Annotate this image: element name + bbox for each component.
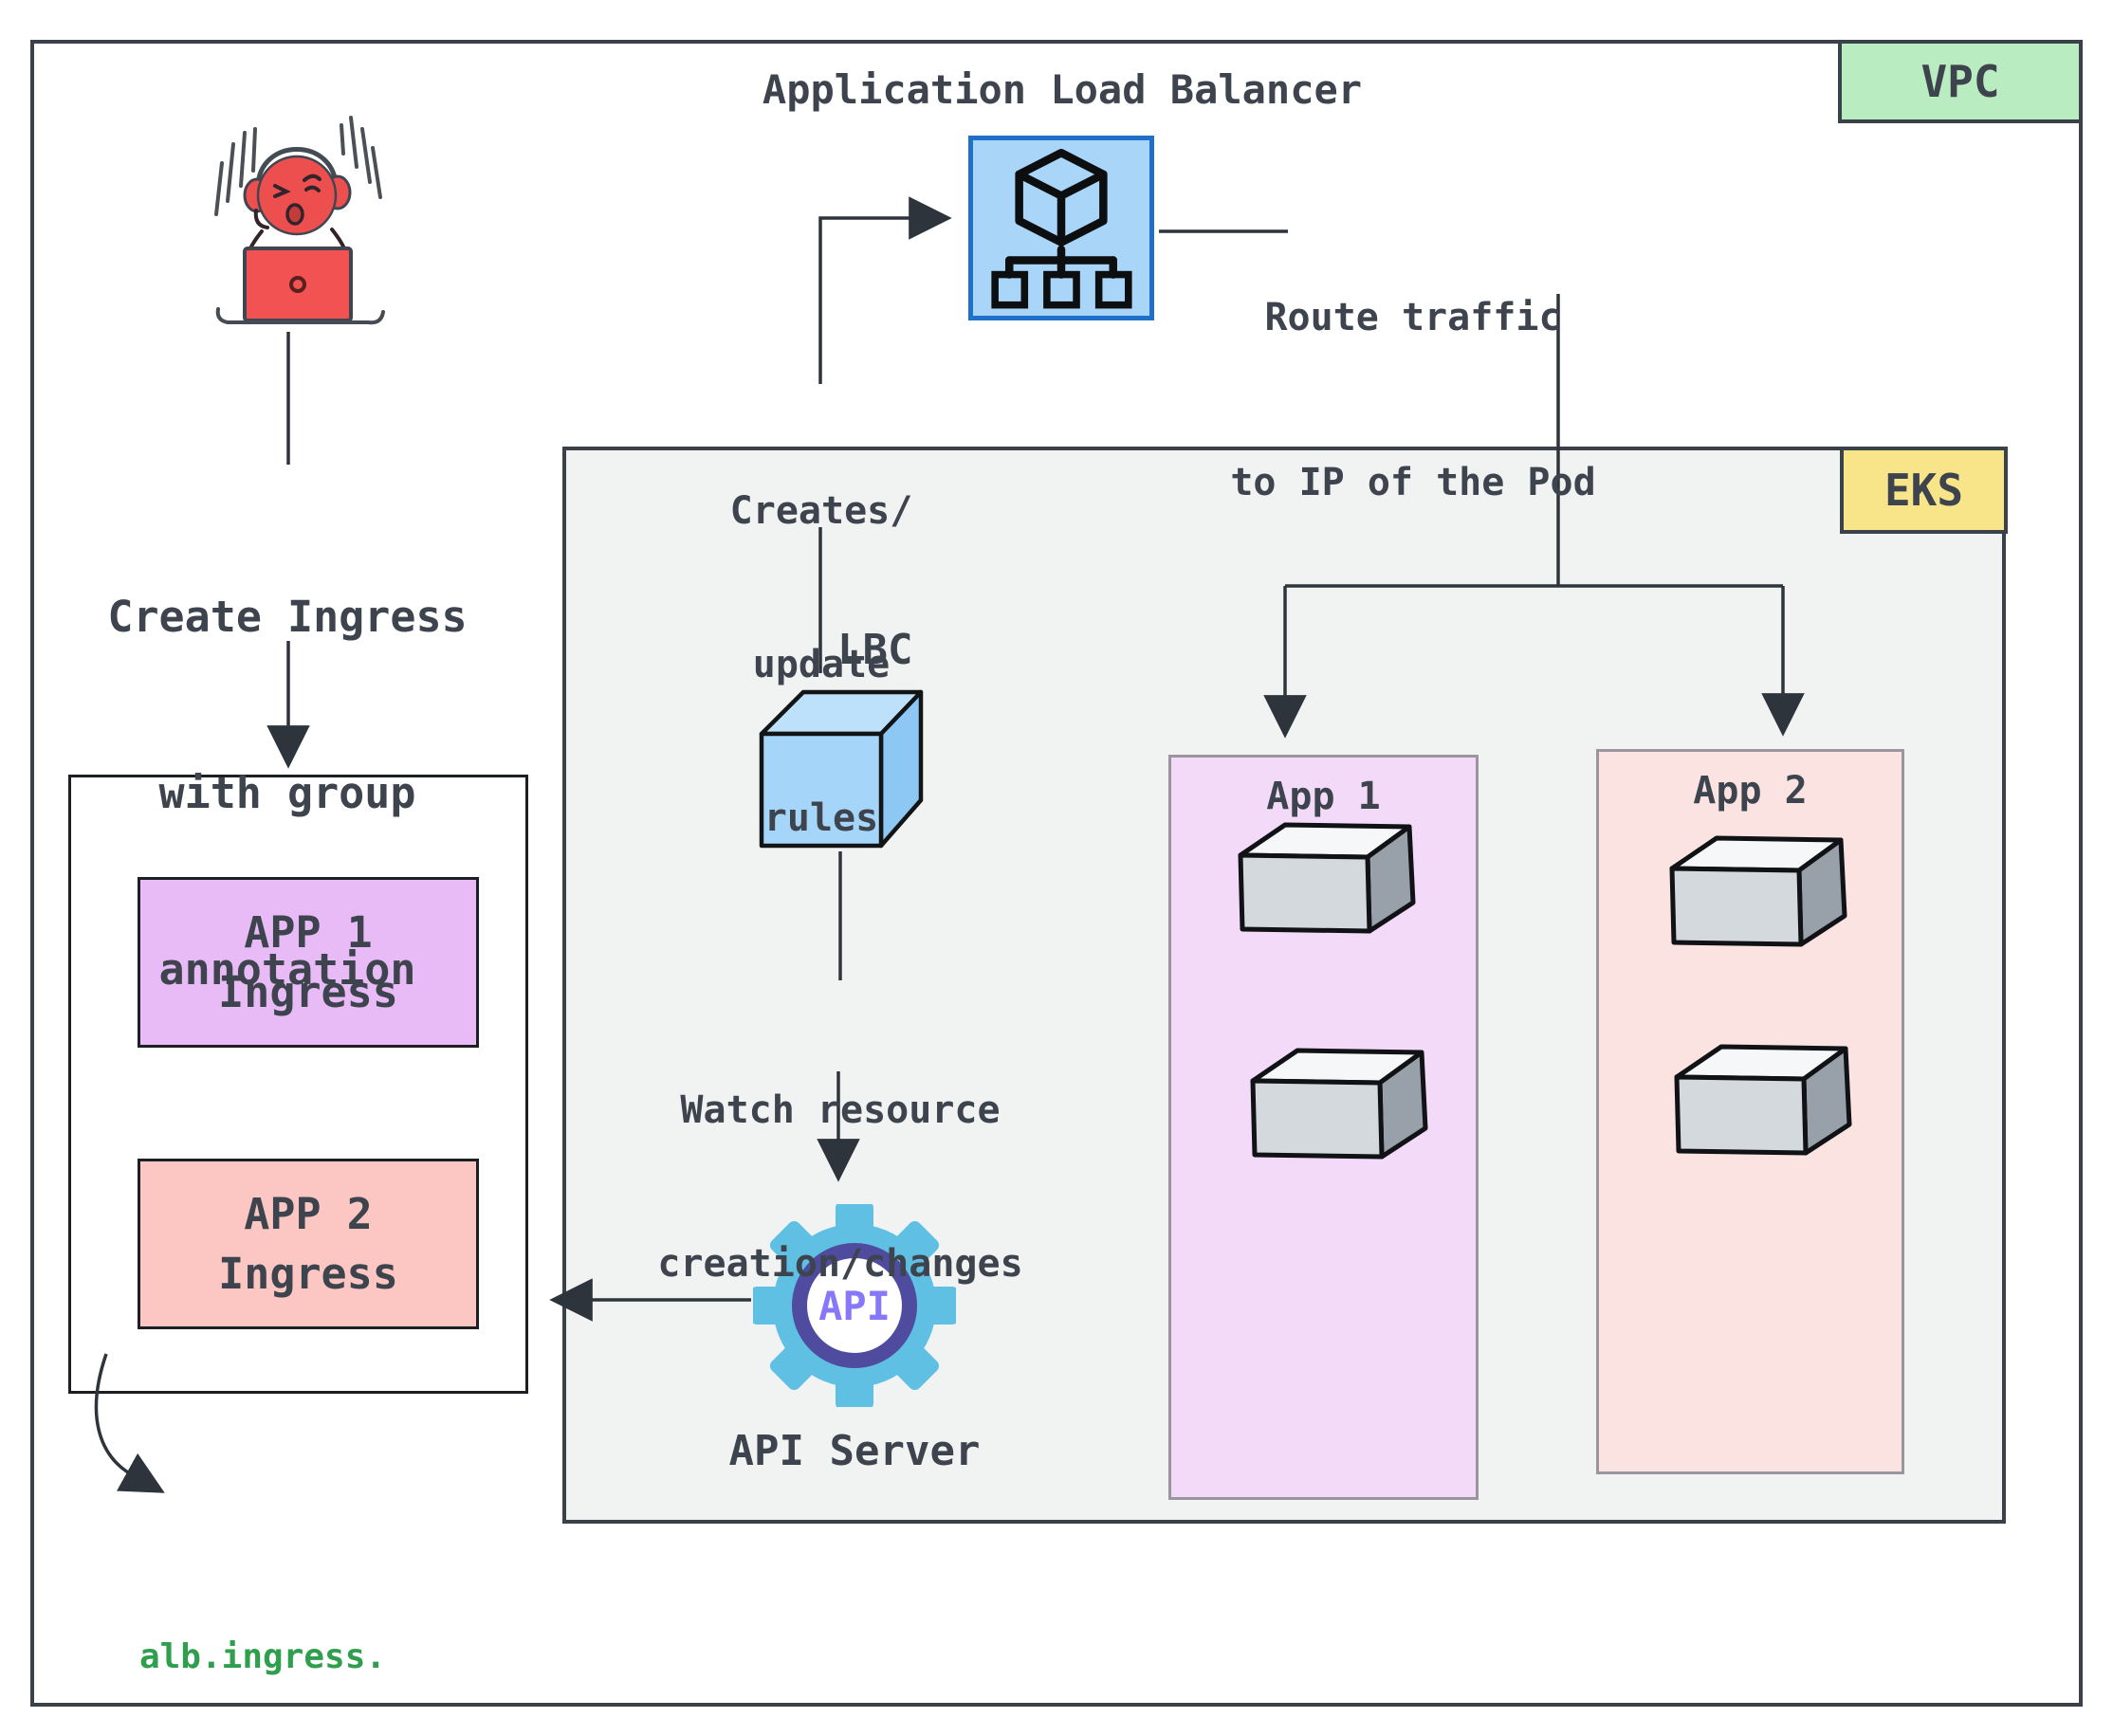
pod-cube-icon bbox=[1233, 817, 1418, 940]
app1-title: App 1 bbox=[1266, 775, 1381, 818]
creates-update-rules-text: Creates/ update rules bbox=[729, 489, 913, 840]
alb-box bbox=[968, 136, 1154, 320]
eks-badge-label: EKS bbox=[1883, 465, 1964, 516]
app2-ingress-label-line1: APP 2 bbox=[244, 1189, 373, 1239]
pod-cube-icon bbox=[1245, 1043, 1430, 1165]
vpc-badge: VPC bbox=[1838, 40, 2083, 123]
app1-ingress-label-line1: APP 1 bbox=[244, 907, 373, 958]
group-annotation-code: alb.ingress. kubernetes.io /group.name: … bbox=[138, 1637, 387, 1676]
route-traffic-text: Route traffic to IP of the Pod bbox=[1230, 296, 1596, 504]
app1-ingress-box: APP 1 Ingress bbox=[138, 877, 479, 1048]
alb-title: Application Load Balancer bbox=[762, 66, 1363, 113]
create-ingress-text: Create Ingress with group annotation bbox=[107, 592, 468, 995]
app1-ingress-label-line2: Ingress bbox=[218, 967, 398, 1017]
app2-ingress-box: APP 2 Ingress bbox=[138, 1159, 479, 1329]
eks-badge: EKS bbox=[1840, 447, 2008, 534]
load-balancer-icon bbox=[991, 148, 1132, 309]
pod-cube-icon bbox=[1669, 1039, 1854, 1161]
api-server-label: API Server bbox=[728, 1427, 981, 1475]
person-at-laptop-icon bbox=[207, 104, 387, 327]
lbc-label: LBC bbox=[837, 626, 913, 674]
app2-title: App 2 bbox=[1693, 769, 1808, 813]
watch-resource-text: Watch resource creation/changes bbox=[657, 1088, 1023, 1286]
vpc-badge-label: VPC bbox=[1920, 56, 2000, 107]
app2-ingress-label-line2: Ingress bbox=[218, 1249, 398, 1299]
api-gear-icon: API bbox=[750, 1201, 959, 1410]
api-gear-label: API bbox=[818, 1283, 891, 1329]
lbc-cube-icon bbox=[754, 685, 944, 850]
pod-cube-icon bbox=[1664, 831, 1849, 953]
